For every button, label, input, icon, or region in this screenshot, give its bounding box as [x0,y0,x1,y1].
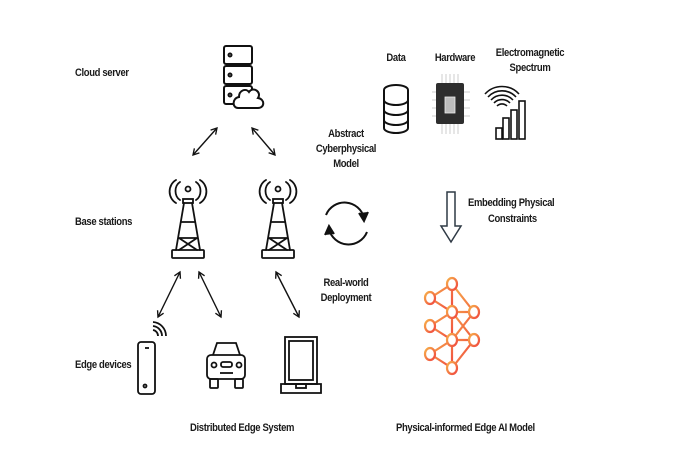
arrow-tower1-phone [156,270,182,319]
cell-tower-icon [168,179,208,259]
arrow-tower1-car [197,270,223,319]
cycle-top-label-2: Cyberphysical [315,143,377,155]
input-label-data: Data [386,52,406,64]
tier-label-cloud-server: Cloud server [75,67,129,79]
arrow-cloud-tower2 [251,126,276,157]
input-label-spectrum-1: Electromagnetic [495,47,565,59]
left-panel-title: Distributed Edge System [190,422,295,434]
car-icon [206,342,246,389]
cycle-bottom-label-2: Deployment [320,292,372,304]
arrow-cloud-tower1 [192,126,218,157]
smartphone-icon [137,321,167,395]
cycle-arrows-icon [324,201,369,246]
neural-network-icon [423,276,481,376]
laptop-icon [280,336,322,394]
cloud-server-icon [223,45,265,109]
tier-label-base-stations: Base stations [75,216,133,228]
input-label-hardware: Hardware [434,52,476,64]
output-title: Physical-informed Edge AI Model [396,422,535,434]
signal-spectrum-icon [484,85,526,140]
link-arrows [156,126,300,319]
tier-label-edge-devices: Edge devices [75,359,132,371]
arrow-label-2: Constraints [488,213,537,225]
cycle-top-label-1: Abstract [328,128,364,140]
input-label-spectrum-2: Spectrum [509,62,551,74]
cell-tower-icon [258,179,298,259]
arrow-tower2-laptop [275,270,300,319]
cycle-bottom-label-1: Real-world [323,277,369,289]
database-icon [383,84,409,134]
arrow-label-1: Embedding Physical [468,197,555,209]
embedding-arrow-icon [439,191,463,244]
cycle-top-label-3: Model [333,158,359,170]
chip-icon [432,74,470,134]
